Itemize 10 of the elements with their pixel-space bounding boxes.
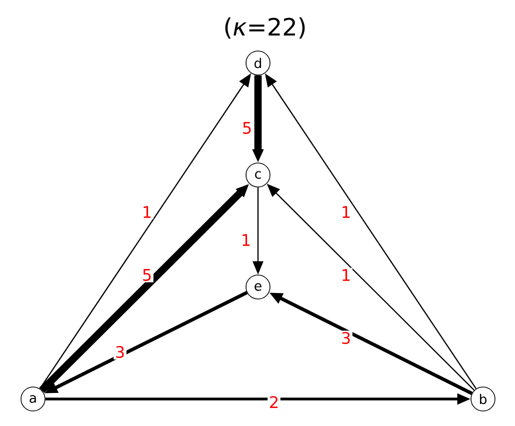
edge-label: 1: [340, 204, 352, 220]
edge-label: 1: [340, 268, 352, 282]
edge-label: 3: [340, 330, 352, 346]
edge-label: 1: [140, 204, 154, 220]
edge-label: 1: [240, 232, 252, 248]
edge-label: 2: [268, 394, 280, 410]
edge-label: 5: [240, 120, 254, 136]
edge-label: 5: [140, 268, 154, 282]
edge-label: 3: [114, 344, 126, 360]
title: (κ=22): [225, 17, 305, 39]
